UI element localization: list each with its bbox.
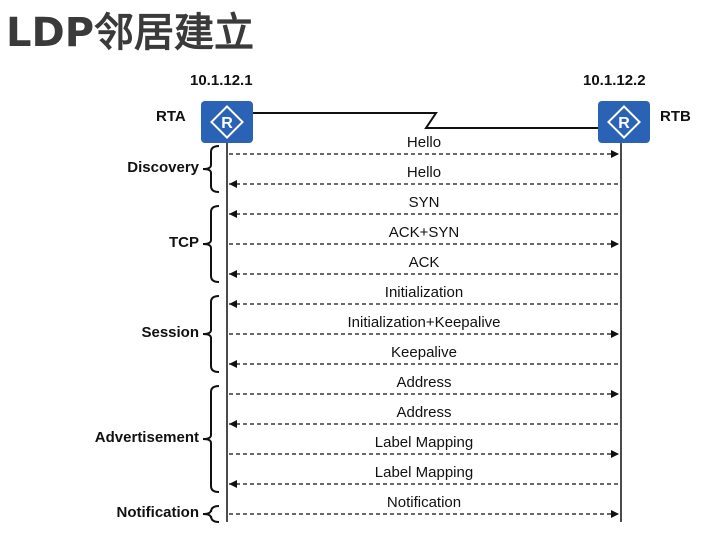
page-title: LDP邻居建立 [6, 10, 255, 56]
phase-label: TCP [169, 234, 199, 251]
phase-bracket [202, 295, 220, 373]
arrow-head [611, 330, 619, 338]
arrow-head [611, 510, 619, 518]
phase-bracket [202, 505, 220, 523]
rtb-name-label: RTB [660, 108, 691, 125]
message-label: ACK+SYN [388, 224, 460, 241]
arrow-head [229, 420, 237, 428]
message-label: SYN [408, 194, 440, 211]
arrow-head [611, 450, 619, 458]
phase-label: Discovery [127, 159, 199, 176]
message-label: Keepalive [391, 344, 457, 361]
message-label: Hello [406, 164, 442, 181]
phase-label: Notification [116, 504, 200, 521]
phase-bracket [202, 385, 220, 493]
rta-router-icon: R [201, 101, 253, 143]
phase-label: Advertisement [94, 429, 199, 446]
message-label: Initialization [384, 284, 464, 301]
message-label: Address [396, 404, 452, 421]
arrow-head [611, 240, 619, 248]
arrow-head [611, 390, 619, 398]
phase-bracket [202, 145, 220, 193]
arrow-head [229, 180, 237, 188]
router-icon: R [210, 105, 244, 139]
rtb-router-icon: R [598, 101, 650, 143]
arrow-head [229, 300, 237, 308]
message-label: Address [396, 374, 452, 391]
phase-bracket [202, 205, 220, 283]
arrow-head [229, 360, 237, 368]
arrow-head [229, 210, 237, 218]
message-label: Label Mapping [374, 464, 474, 481]
message-label: Label Mapping [374, 434, 474, 451]
rta-name-label: RTA [156, 108, 186, 125]
arrow-head [611, 150, 619, 158]
router-icon: R [607, 105, 641, 139]
message-label: Notification [386, 494, 462, 511]
arrow-head [229, 270, 237, 278]
arrow-head [229, 480, 237, 488]
serial-link [253, 112, 598, 129]
phase-label: Session [141, 324, 199, 341]
message-label: ACK [408, 254, 440, 271]
rtb-ip-label: 10.1.12.2 [583, 72, 646, 89]
rta-ip-label: 10.1.12.1 [190, 72, 253, 89]
svg-text:R: R [618, 115, 630, 132]
message-label: Initialization+Keepalive [347, 314, 501, 331]
svg-text:R: R [221, 115, 233, 132]
message-label: Hello [406, 134, 442, 151]
